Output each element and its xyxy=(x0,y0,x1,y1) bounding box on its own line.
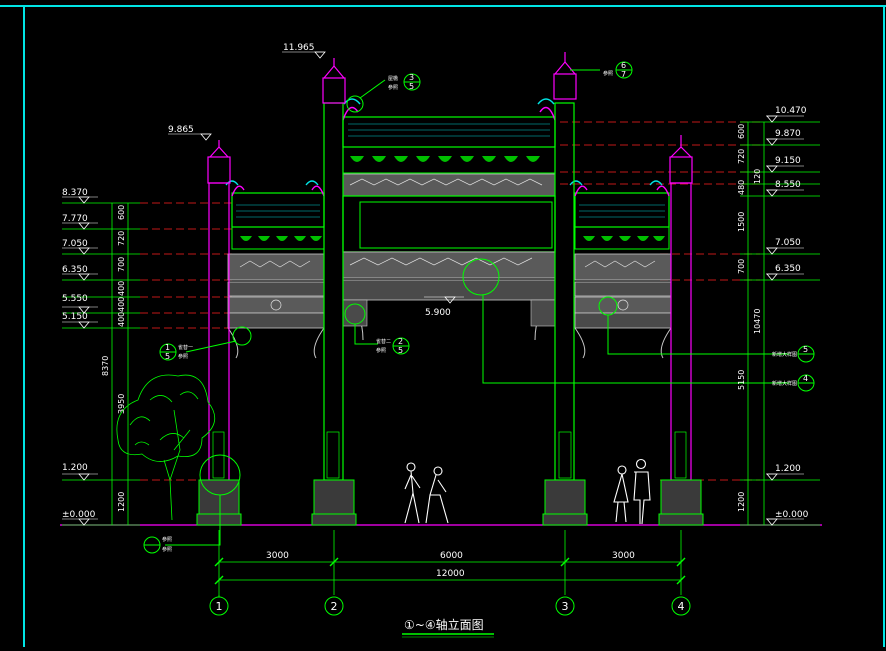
right-segment-label: 5150 xyxy=(737,370,746,390)
right-level-label: 7.050 xyxy=(775,238,801,248)
left-side-bay xyxy=(225,180,325,359)
left-segment-label: 700 xyxy=(117,257,126,272)
post-bases xyxy=(196,479,704,526)
ref-center-bracket-den: 5 xyxy=(398,346,403,355)
ref-top-right-den: 7 xyxy=(621,70,626,79)
posts xyxy=(207,52,693,481)
ref-right-upper-num: 5 xyxy=(803,345,808,354)
axis-label: 1 xyxy=(216,600,223,613)
drawing-frame xyxy=(0,5,886,647)
drawing-title: ①~④轴立面图 xyxy=(404,617,484,632)
right-segment-label: 1500 xyxy=(737,212,746,232)
right-level-label: 6.350 xyxy=(775,264,801,274)
right-level-label: 10.470 xyxy=(775,106,807,116)
pedestrians xyxy=(404,458,651,525)
overall-dimension-label: 12000 xyxy=(436,569,465,579)
left-total-label: 8370 xyxy=(101,356,110,376)
ref-left-bracket-label: 参照 xyxy=(178,353,188,360)
left-segment-label: 3950 xyxy=(117,394,126,414)
reference-markers: 3 5 屋檐 参照 6 7 参照 1 5 雀替一 参照 2 5 雀替二 参照 5… xyxy=(143,61,815,554)
bay-dimension-label: 3000 xyxy=(266,551,289,561)
right-level-label: 8.550 xyxy=(775,180,801,190)
left-segment-label: 400 xyxy=(117,312,126,327)
axis-label: 3 xyxy=(562,600,569,613)
right-level-label: 9.870 xyxy=(775,129,801,139)
left-level-label: 1.200 xyxy=(62,463,88,473)
ref-right-lower-num: 4 xyxy=(803,374,808,383)
ref-right-lower-label: 新增大样图 xyxy=(772,380,797,387)
ref-right-upper-label: 新增大样图 xyxy=(772,351,797,358)
right-segment-label: 120 xyxy=(753,169,762,184)
right-segment-label: 700 xyxy=(737,259,746,274)
left-level-label: 7.770 xyxy=(62,214,88,224)
right-level-label: ±0.000 xyxy=(775,510,809,520)
ref-top-right-label: 参照 xyxy=(603,70,613,77)
ref-top-center-den: 5 xyxy=(409,82,414,91)
beam-level-label: 5.900 xyxy=(425,308,451,318)
left-segment-label: 400 xyxy=(117,297,126,312)
ref-top-center-num: 3 xyxy=(409,73,414,82)
bay-dimension-label: 3000 xyxy=(612,551,635,561)
right-side-bay xyxy=(569,180,672,359)
left-level-label: ±0.000 xyxy=(62,510,96,520)
right-segment-label: 600 xyxy=(737,124,746,139)
bottom-dimension-chain xyxy=(214,530,686,595)
ref-left-bracket-label: 雀替一 xyxy=(178,344,193,351)
detail-bubbles xyxy=(165,69,790,546)
post-top-level-label: 11.965 xyxy=(283,43,315,53)
ref-left-bracket-den: 5 xyxy=(165,352,170,361)
axis-label: 4 xyxy=(678,600,685,613)
ref-center-bracket-num: 2 xyxy=(398,337,403,346)
right-total-label: 10470 xyxy=(753,309,762,334)
left-segment-label: 600 xyxy=(117,205,126,220)
right-segment-label: 480 xyxy=(737,180,746,195)
ref-base-label: 参照 xyxy=(162,536,172,543)
left-segment-label: 400 xyxy=(117,281,126,296)
left-level-label: 5.550 xyxy=(62,294,88,304)
level-lines xyxy=(140,121,760,481)
left-segment-label: 720 xyxy=(117,231,126,246)
ref-top-center-label: 参照 xyxy=(388,84,398,91)
right-level-label: 1.200 xyxy=(775,464,801,474)
left-level-label: 6.350 xyxy=(62,265,88,275)
right-level-label: 9.150 xyxy=(775,156,801,166)
left-segment-label: 1200 xyxy=(117,492,126,512)
ref-base-label: 参照 xyxy=(162,546,172,553)
ref-left-bracket-num: 1 xyxy=(165,343,170,352)
post-top-level-label: 9.865 xyxy=(168,125,194,135)
left-level-label: 8.370 xyxy=(62,188,88,198)
ref-top-center-label: 屋檐 xyxy=(388,75,398,82)
level-label-underlines xyxy=(62,51,804,520)
left-level-label: 5.150 xyxy=(62,312,88,322)
right-segment-label: 1200 xyxy=(737,492,746,512)
axis-label: 2 xyxy=(331,600,338,613)
center-bay xyxy=(342,98,556,341)
right-dimension-chain xyxy=(740,121,820,526)
axis-markers: 1 2 3 4 xyxy=(209,595,691,616)
bay-dimension-label: 6000 xyxy=(440,551,463,561)
left-level-label: 7.050 xyxy=(62,239,88,249)
tree xyxy=(116,374,216,521)
ref-center-bracket-label: 参照 xyxy=(376,347,386,354)
ref-center-bracket-label: 雀替二 xyxy=(376,338,391,345)
left-dimension-chain xyxy=(62,202,140,526)
ref-top-right-num: 6 xyxy=(621,61,626,70)
right-segment-label: 720 xyxy=(737,149,746,164)
